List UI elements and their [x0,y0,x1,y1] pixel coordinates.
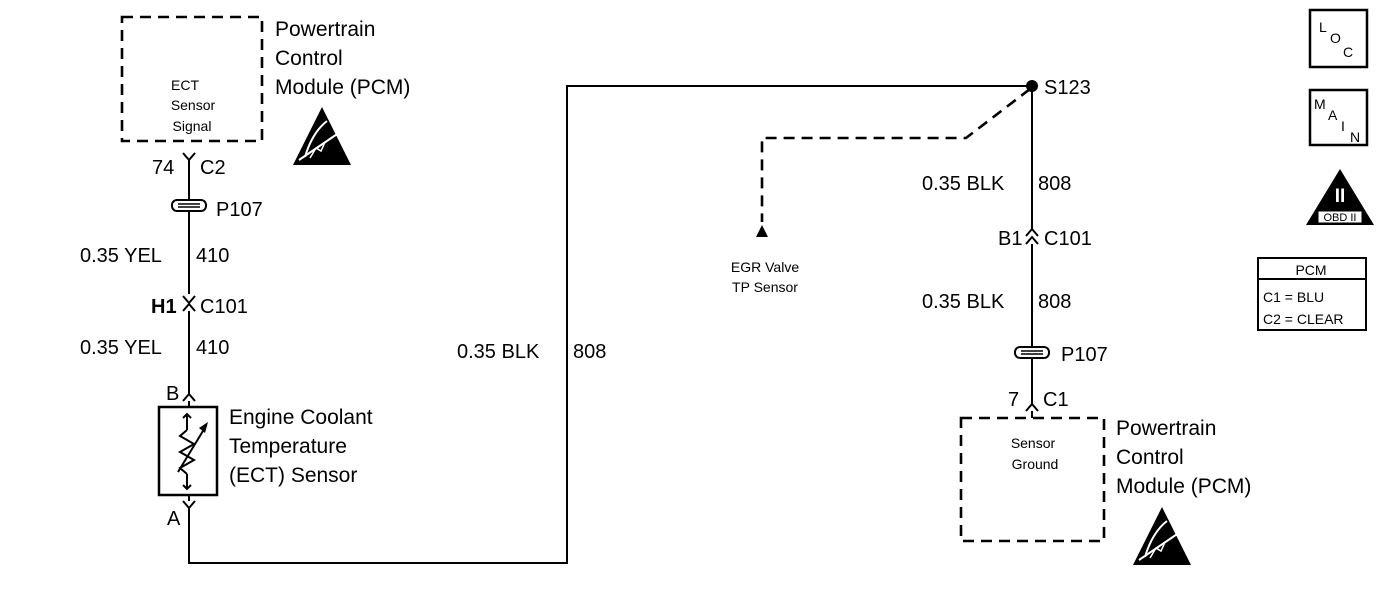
svg-text:C: C [1343,44,1353,60]
ect-pin-b-terminal [182,392,196,402]
right-seg2-circuit: 808 [1038,291,1071,313]
p107-left-label: P107 [216,199,263,221]
esd-warning-icon-bottom [1133,507,1191,565]
wire-808-ground-return [188,85,1032,564]
obd-ii-icon: II OBD II [1306,169,1374,225]
right-seg1-circuit: 808 [1038,173,1071,195]
left-seg2-size-color: 0.35 YEL [80,337,162,359]
pcm-bottom-internal-line2: Ground [1012,456,1059,472]
pcm-color-table: PCM C1 = BLU C2 = CLEAR [1257,257,1367,331]
pcm-table-row-c2: C2 = CLEAR [1263,311,1344,327]
ect-title-line3: (ECT) Sensor [229,464,357,487]
c101-left-pin: H1 [151,296,177,318]
svg-text:II: II [1335,186,1346,207]
pcm-bottom-title-line3: Module (PCM) [1116,475,1251,498]
pcm-bottom-pin: 7 [1008,389,1019,411]
svg-text:A: A [1328,107,1338,123]
pcm-top-box [120,15,264,143]
ground-wire-circuit: 808 [573,341,606,363]
ect-pin-a: A [167,508,181,530]
ect-sensor [157,405,219,497]
thermistor-icon [177,412,208,491]
left-seg1-size-color: 0.35 YEL [80,245,162,267]
svg-text:OBD II: OBD II [1323,212,1356,224]
egr-label-line2: TP Sensor [732,279,798,295]
c101-left-terminal [182,295,196,312]
p107-right-label: P107 [1061,344,1108,366]
pcm-top-title-line3: Module (PCM) [275,76,410,99]
female-terminal-c2 [182,152,196,162]
egr-label-line1: EGR Valve [731,259,799,275]
svg-text:N: N [1350,129,1360,145]
right-seg1-size-color: 0.35 BLK [922,173,1005,195]
c101-right-pin: B1 [998,228,1022,250]
inline-connector-p107-left [171,199,207,212]
splice-s123-label: S123 [1044,77,1091,99]
svg-text:M: M [1314,96,1326,112]
pcm-top-connector: C2 [200,157,226,179]
pcm-bottom: Sensor Ground Powertrain Control Module … [959,416,1251,565]
pcm-bottom-internal-line1: Sensor [1011,435,1056,451]
loc-icon: L O C [1308,8,1369,69]
pcm-table-row-c1: C1 = BLU [1263,289,1324,305]
egr-arrow-icon [756,225,768,237]
ect-title-line1: Engine Coolant [229,406,373,429]
pcm-top-internal-line1: ECT [171,77,199,93]
svg-text:I: I [1341,118,1345,134]
right-seg2-size-color: 0.35 BLK [922,291,1005,313]
c101-right-terminal [1025,227,1039,245]
pcm-bottom-title-line1: Powertrain [1116,417,1216,440]
pcm-top-title-line1: Powertrain [275,18,375,41]
ect-title-line2: Temperature [229,435,347,458]
pcm-table-header: PCM [1295,262,1326,278]
svg-text:O: O [1330,30,1341,46]
egr-dashed-branch [760,87,1031,222]
ect-pin-a-terminal [182,500,196,510]
ect-pin-b: B [166,383,179,405]
pcm-bottom-connector: C1 [1043,389,1069,411]
left-seg2-circuit: 410 [196,337,229,359]
esd-warning-icon [293,107,351,165]
pcm-bottom-box [959,416,1106,543]
pcm-top-pin: 74 [152,157,174,179]
pcm-bottom-title-line2: Control [1116,446,1184,469]
main-icon: M A I N [1308,88,1369,147]
c101-right-name: C101 [1044,228,1092,250]
left-seg1-circuit: 410 [196,245,229,267]
pcm-top-internal-line2: Sensor [171,97,216,113]
pcm-top-title-line2: Control [275,47,343,70]
svg-text:L: L [1319,19,1327,35]
pcm-top: ECT Sensor Signal Powertrain Control Mod… [120,15,410,165]
ground-wire-size-color: 0.35 BLK [457,341,540,363]
c101-left-name: C101 [200,296,248,318]
pcm-bottom-c1-terminal [1025,402,1039,412]
inline-connector-p107-right [1014,346,1050,359]
pcm-top-internal-line3: Signal [173,118,212,134]
